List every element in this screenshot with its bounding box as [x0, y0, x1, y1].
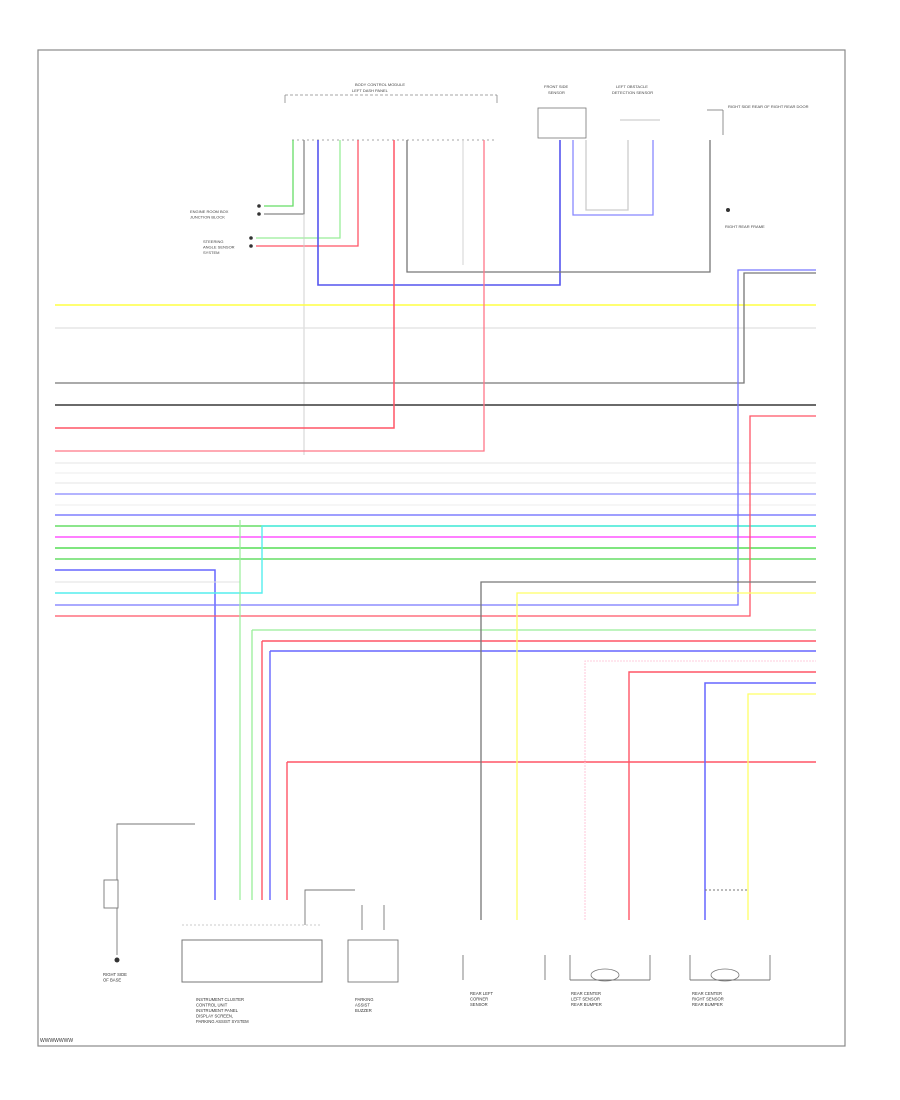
- connector-dot-a1: [257, 204, 261, 208]
- main-module-subtitle: LEFT DASH PANEL: [352, 88, 389, 93]
- diagram-frame: [37, 49, 846, 1047]
- main-module-connector: BODY CONTROL MODULE LEFT DASH PANEL: [284, 82, 498, 141]
- front-module-title: FRONT SIDE: [544, 84, 568, 89]
- right-note-text: RIGHT SIDE REAR OF RIGHT REAR DOOR: [728, 104, 809, 109]
- page-id: WWWWWWW: [40, 1038, 73, 1044]
- right-note: RIGHT SIDE REAR OF RIGHT REAR DOOR RIGHT…: [707, 104, 809, 229]
- ground-icon: [114, 957, 120, 963]
- left-module-subtitle: DETECTION SENSOR: [612, 90, 653, 95]
- left-module-title: LEFT OBSTACLE: [616, 84, 648, 89]
- front-module-subtitle: SENSOR: [548, 90, 565, 95]
- ground-icon: [726, 208, 730, 212]
- horizontal-bus: [55, 140, 816, 900]
- front-module: FRONT SIDE SENSOR: [537, 84, 587, 139]
- connector-dot-b1: [249, 236, 253, 240]
- top-wires: [256, 140, 711, 455]
- ground-note-text: RIGHT REAR FRAME: [725, 224, 765, 229]
- connector-dot-b2: [249, 244, 253, 248]
- lower-wires: [239, 520, 816, 920]
- connector-dot-a2: [257, 212, 261, 216]
- left-module: LEFT OBSTACLE DETECTION SENSOR: [612, 84, 660, 121]
- main-module-title: BODY CONTROL MODULE: [355, 82, 405, 87]
